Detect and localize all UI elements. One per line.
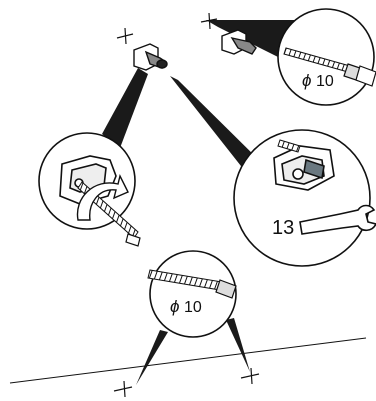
callout-drill-top-right: ϕ 10	[278, 9, 376, 105]
drill-size-bottom: 10	[184, 299, 202, 316]
mark-top-left-cross	[117, 28, 133, 44]
callout-wrench: 13	[234, 130, 376, 266]
callout-drill-bottom: ϕ 10	[148, 251, 236, 337]
drill-size-symbol-top: ϕ	[302, 71, 311, 90]
drill-size-top: 10	[316, 73, 334, 90]
callout-insert-bolt	[39, 133, 140, 246]
mark-bottom-right-cross	[241, 368, 259, 384]
wall-floor-edge	[10, 338, 366, 383]
anchor-bracket-left	[134, 44, 167, 70]
wrench-size: 13	[272, 217, 294, 239]
mark-bottom-left-cross	[114, 381, 132, 397]
drill-size-symbol-bottom: ϕ	[170, 297, 179, 316]
